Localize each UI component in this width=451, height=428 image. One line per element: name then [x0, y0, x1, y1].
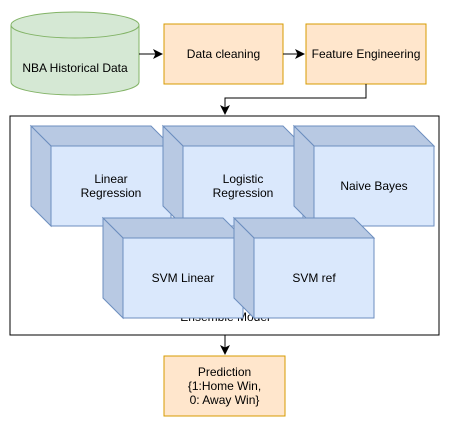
svm-linear-model: SVM Linear	[101, 216, 245, 320]
cube-front-face	[50, 145, 172, 227]
cube-top-face	[232, 217, 376, 239]
database-icon	[10, 25, 140, 96]
feature-engineering-node: Feature Engineering	[305, 23, 427, 85]
cube-front-face	[313, 145, 435, 227]
svm-rbf-model: SVM ref	[232, 216, 376, 320]
cube-front-face	[253, 237, 375, 319]
naive-bayes-label: Naive Bayes	[340, 179, 407, 193]
prediction-box	[163, 355, 286, 417]
nba-historical-data-node: NBA Historical Data	[10, 11, 140, 96]
cube-top-face	[101, 217, 245, 239]
data-cleaning-label: Data cleaning	[187, 47, 260, 61]
svm-rbf-label: SVM ref	[292, 271, 336, 285]
prediction-label: Prediction{1:Home Win,0: Away Win}	[188, 365, 261, 407]
svm-linear-label: SVM Linear	[152, 271, 215, 285]
naive-bayes-model: Naive Bayes	[292, 124, 436, 228]
cube-front-face	[182, 145, 304, 227]
cube-top-face	[161, 125, 305, 147]
cube-top-face	[29, 125, 173, 147]
data-cleaning-box	[163, 23, 284, 85]
database-top	[10, 11, 140, 39]
arrow-features-to-ensemble	[220, 84, 367, 115]
cube-top-face	[292, 125, 436, 147]
data-source-label: NBA Historical Data	[22, 61, 128, 75]
data-cleaning-node: Data cleaning	[163, 23, 284, 85]
feature-engineering-label: Feature Engineering	[312, 47, 421, 61]
cube-front-face	[122, 237, 244, 319]
prediction-node: Prediction{1:Home Win,0: Away Win}	[163, 355, 286, 417]
